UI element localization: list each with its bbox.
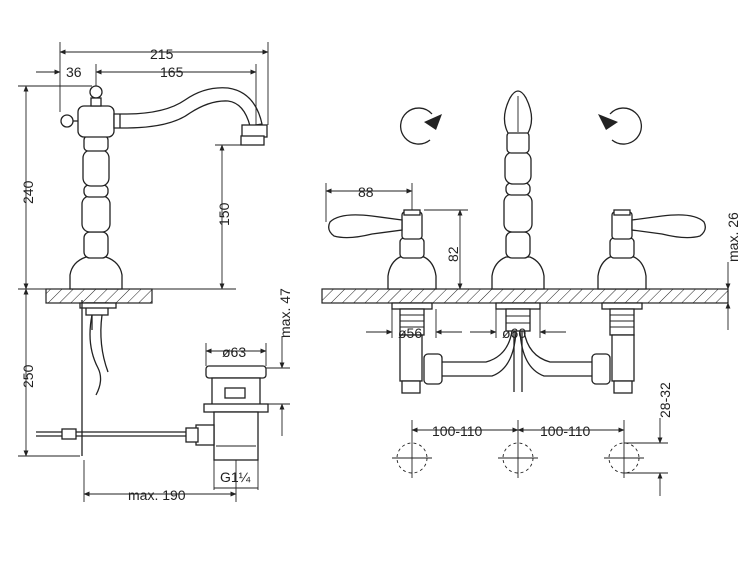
top-knob xyxy=(89,85,103,99)
dim-36: 36 xyxy=(66,64,82,80)
rotate-cw-arrow-icon xyxy=(598,107,642,145)
dim-240: 240 xyxy=(20,180,36,204)
right-handle-base xyxy=(597,256,647,290)
center-hose-left xyxy=(440,330,513,363)
faucet-spout xyxy=(113,87,263,129)
dim-215: 215 xyxy=(150,46,174,62)
faucet-head xyxy=(77,105,115,138)
faucet-base xyxy=(69,256,123,290)
dim-spacing-right: 100-110 xyxy=(540,423,591,439)
dim-drain-diameter: ø63 xyxy=(222,344,246,360)
dim-max-47: max. 47 xyxy=(277,288,293,338)
hole-center xyxy=(498,438,538,478)
dim-thread: G1¼ xyxy=(220,469,251,485)
rotate-ccw-arrow-icon xyxy=(400,107,442,145)
front-view: 88 82 max. 26 ø56 ø60 xyxy=(321,90,741,496)
dim-hole-56: ø56 xyxy=(398,325,422,341)
deck-left xyxy=(45,288,153,304)
faucet-collar xyxy=(83,135,109,152)
supply-hose xyxy=(89,314,102,396)
dim-spacing-left: 100-110 xyxy=(432,423,483,439)
hole-right xyxy=(604,438,644,478)
dim-hole-60: ø60 xyxy=(502,325,526,341)
hole-left xyxy=(392,438,432,478)
side-view: 215 36 165 240 150 250 ø63 max. 47 xyxy=(18,42,293,503)
dim-250: 250 xyxy=(20,364,36,388)
dim-165: 165 xyxy=(160,64,184,80)
spout-outlet xyxy=(241,124,268,138)
right-valve-body xyxy=(611,334,635,382)
dim-88: 88 xyxy=(358,184,374,200)
deck-right xyxy=(321,288,729,304)
dim-max-190: max. 190 xyxy=(128,487,186,503)
left-handle-base xyxy=(387,256,437,290)
left-valve-body xyxy=(399,334,423,382)
right-handle-lever xyxy=(631,214,706,239)
dim-hole-range: 28-32 xyxy=(657,382,673,418)
faucet-body-mid xyxy=(81,195,111,233)
left-handle-lever xyxy=(328,214,403,239)
faucet-body-ring xyxy=(83,184,109,198)
dim-max-26: max. 26 xyxy=(725,212,741,262)
dim-82: 82 xyxy=(445,246,461,262)
center-hose-right xyxy=(523,330,594,363)
drain-flange xyxy=(205,365,267,379)
faucet-body-upper xyxy=(82,149,110,187)
faucet-body-lower xyxy=(83,231,109,259)
dim-150: 150 xyxy=(216,202,232,226)
center-spout-base xyxy=(491,256,545,290)
lever-knob-left xyxy=(60,114,74,128)
